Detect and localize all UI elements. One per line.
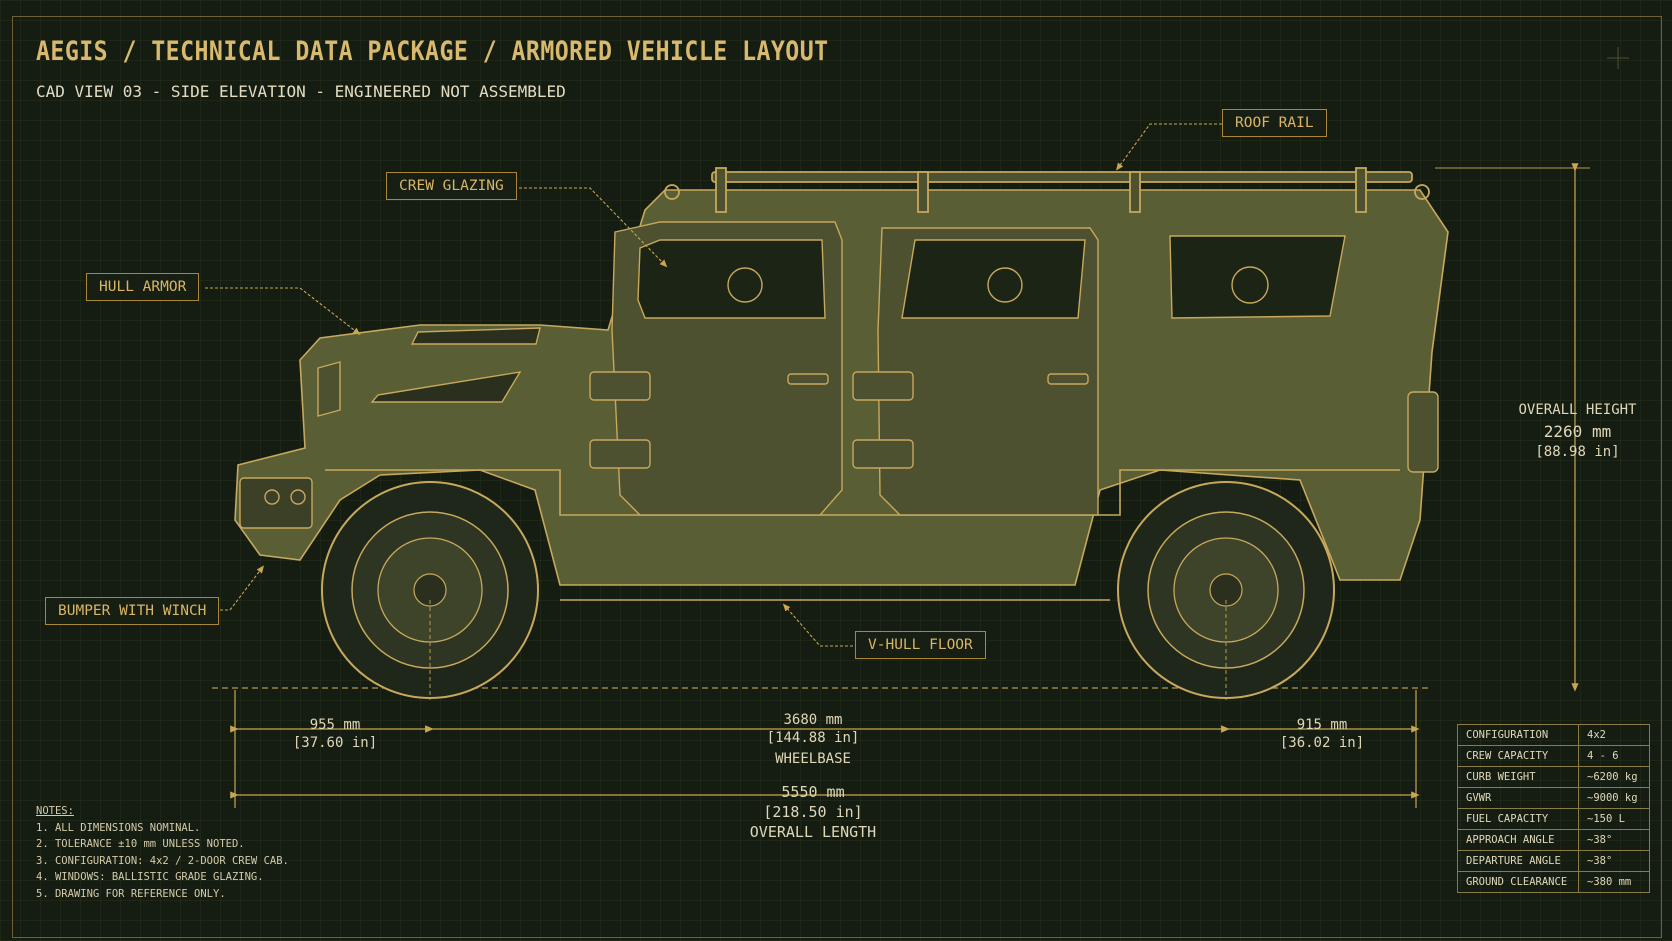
spec-key: CREW CAPACITY <box>1457 745 1579 767</box>
callout-v-hull-floor: V-HULL FLOOR <box>855 631 986 659</box>
spec-key: GVWR <box>1457 787 1579 809</box>
spec-value: ~38° <box>1578 850 1650 872</box>
overall-length-label: OVERALL LENGTH <box>749 823 877 841</box>
note-item: 1. ALL DIMENSIONS NOMINAL. <box>36 821 201 834</box>
wheelbase-in: [144.88 in] <box>766 730 860 746</box>
front-wheel <box>321 481 539 699</box>
rear-wheel <box>1117 481 1335 699</box>
wheelbase-mm: 3680 mm <box>783 712 843 728</box>
spec-value: 4 - 6 <box>1578 745 1650 767</box>
overall-height-label: OVERALL HEIGHT <box>1518 402 1637 418</box>
overall-height-in: [88.98 in] <box>1535 444 1620 460</box>
spec-value: ~38° <box>1578 829 1650 851</box>
callout-crew-glazing: CREW GLAZING <box>386 172 517 200</box>
wheelbase-label: WHEELBASE <box>775 751 851 767</box>
spec-value: ~9000 kg <box>1578 787 1650 809</box>
drawing-notes: NOTES: 1. ALL DIMENSIONS NOMINAL. 2. TOL… <box>36 803 289 902</box>
spec-key: APPROACH ANGLE <box>1457 829 1579 851</box>
front-overhang-in: [37.60 in] <box>292 735 378 751</box>
roof-rail <box>664 167 1430 213</box>
spec-key: CONFIGURATION <box>1457 724 1579 746</box>
spec-key: GROUND CLEARANCE <box>1457 871 1579 893</box>
overall-length-dimension: 5550 mm [218.50 in] OVERALL LENGTH <box>733 782 893 842</box>
spec-row: FUEL CAPACITY~150 L <box>1457 808 1650 830</box>
note-item: 5. DRAWING FOR REFERENCE ONLY. <box>36 887 226 900</box>
spec-row: DEPARTURE ANGLE~38° <box>1457 850 1650 872</box>
spec-row: CURB WEIGHT~6200 kg <box>1457 766 1650 788</box>
spec-value: ~6200 kg <box>1578 766 1650 788</box>
overall-length-mm: 5550 mm <box>781 783 845 801</box>
page-subtitle: CAD VIEW 03 - SIDE ELEVATION - ENGINEERE… <box>36 82 566 101</box>
spec-key: CURB WEIGHT <box>1457 766 1579 788</box>
crosshair-icon <box>1607 47 1629 69</box>
spec-row: GVWR~9000 kg <box>1457 787 1650 809</box>
callout-roof-rail: ROOF RAIL <box>1222 109 1327 137</box>
spec-value: ~380 mm <box>1578 871 1650 893</box>
front-overhang-mm: 955 mm <box>309 717 361 733</box>
rear-overhang-dimension: 915 mm [36.02 in] <box>1267 716 1377 752</box>
cabin-details <box>239 221 1439 529</box>
spec-value: ~150 L <box>1578 808 1650 830</box>
callout-bumper-with-winch: BUMPER WITH WINCH <box>45 597 220 625</box>
note-item: 2. TOLERANCE ±10 mm UNLESS NOTED. <box>36 838 245 850</box>
drawing-frame <box>12 16 1662 938</box>
note-item: 3. CONFIGURATION: 4x2 / 2-DOOR CREW CAB. <box>36 854 289 867</box>
note-item: 4. WINDOWS: BALLISTIC GRADE GLAZING. <box>36 871 264 883</box>
overall-height-mm: 2260 mm <box>1543 422 1612 441</box>
page-title: AEGIS / TECHNICAL DATA PACKAGE / ARMORED… <box>36 36 829 67</box>
rear-overhang-in: [36.02 in] <box>1279 735 1365 751</box>
spec-row: GROUND CLEARANCE~380 mm <box>1457 871 1650 893</box>
callout-hull-armor: HULL ARMOR <box>86 273 200 301</box>
rear-overhang-mm: 915 mm <box>1296 717 1348 733</box>
front-overhang-dimension: 955 mm [37.60 in] <box>280 716 390 752</box>
spec-key: DEPARTURE ANGLE <box>1457 850 1579 872</box>
overall-length-in: [218.50 in] <box>763 803 863 821</box>
spec-row: APPROACH ANGLE~38° <box>1457 829 1650 851</box>
wheelbase-dimension: 3680 mm [144.88 in] WHEELBASE <box>743 711 883 768</box>
spec-key: FUEL CAPACITY <box>1457 808 1579 830</box>
callout-leaders <box>205 123 1222 647</box>
spec-value: 4x2 <box>1578 724 1650 746</box>
overall-height-dimension: OVERALL HEIGHT 2260 mm [88.98 in] <box>1500 401 1655 461</box>
length-dimensions <box>230 690 1420 808</box>
notes-heading: NOTES: <box>36 805 74 817</box>
